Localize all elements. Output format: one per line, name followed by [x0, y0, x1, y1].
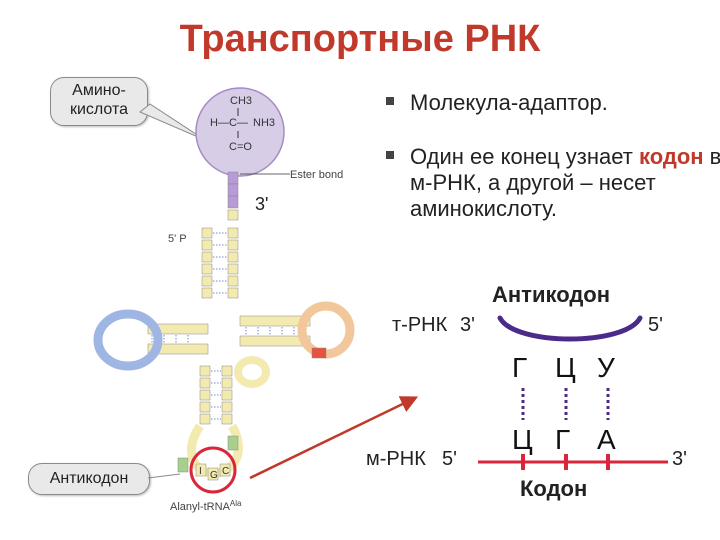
alanyl-trna-caption: Alanyl-tRNAAla	[170, 499, 242, 513]
trna-base-3: У	[597, 352, 615, 383]
mrna-base-2: Г	[555, 424, 571, 455]
bullet-1-text: Молекула-адаптор.	[410, 90, 608, 115]
amino-callout-pointer	[139, 103, 206, 141]
formula-left: H—C—	[210, 117, 248, 129]
mrna-ticks	[521, 454, 610, 470]
anticodon-base-3: C	[222, 466, 229, 477]
mrna-5-prime: 5'	[442, 448, 457, 470]
red-arrow	[249, 396, 419, 480]
anticodon-callout-pointer	[147, 473, 181, 479]
acceptor-end	[227, 171, 239, 209]
mrna-3-prime: 3'	[672, 448, 687, 470]
amino-callout-line2: кислота	[69, 101, 129, 118]
formula-right: NH3	[253, 117, 275, 129]
amino-callout-line1: Амино-	[72, 82, 126, 99]
caption-main: Alanyl-tRNA	[170, 501, 231, 513]
bullet-marker-icon	[386, 151, 394, 159]
mrna-base-3: А	[597, 424, 616, 455]
trna-label: т-РНК	[392, 314, 448, 336]
trna-strand	[497, 315, 643, 342]
bullet-2-post: в м-РНК, а другой – несет аминокислоту.	[410, 144, 720, 221]
five-prime-label: 5' P	[168, 233, 187, 245]
anticodon-callout-label: Антикодон	[49, 470, 129, 487]
bullet-2-pre: Один ее конец узнает	[410, 144, 639, 169]
bullet-2-text: Один ее конец узнает кодон в м-РНК, а др…	[410, 144, 720, 222]
caption-superscript: Ala	[230, 499, 242, 508]
anticodon-base-1: I	[199, 466, 202, 477]
ester-bond-label: Ester bond	[290, 169, 343, 181]
bullet-marker-icon	[386, 97, 394, 105]
t-arm	[239, 301, 355, 359]
base-pair-dots	[521, 388, 610, 420]
anticodon-bases: I G C	[195, 463, 231, 481]
trna-base-2: Ц	[555, 352, 576, 383]
d-arm	[93, 309, 209, 371]
trna-3-prime: 3'	[460, 314, 475, 336]
formula-top: CH3	[230, 95, 252, 107]
three-prime-label: 3'	[255, 194, 268, 214]
bullet-2-highlight: кодон	[638, 144, 704, 169]
formula-bottom: C=O	[229, 141, 252, 153]
anticodon-highlight-circle	[189, 446, 237, 494]
anticodon-stem	[199, 365, 233, 425]
mrna-base-1: Ц	[512, 424, 533, 455]
trna-5-prime: 5'	[648, 314, 663, 336]
variable-loop	[234, 356, 270, 388]
acceptor-stem	[201, 209, 239, 299]
trna-base-1: Г	[512, 352, 528, 383]
mrna-label: м-РНК	[366, 448, 426, 470]
anticodon-callout: Антикодон	[28, 463, 150, 495]
anticodon-base-2: G	[210, 470, 218, 481]
page-title: Транспортные РНК	[179, 18, 541, 60]
anticodon-label: Антикодон	[492, 282, 611, 307]
codon-label: Кодон	[520, 476, 588, 501]
amino-acid-callout: Амино- кислота	[50, 77, 148, 126]
amino-acid-circle	[195, 87, 285, 177]
